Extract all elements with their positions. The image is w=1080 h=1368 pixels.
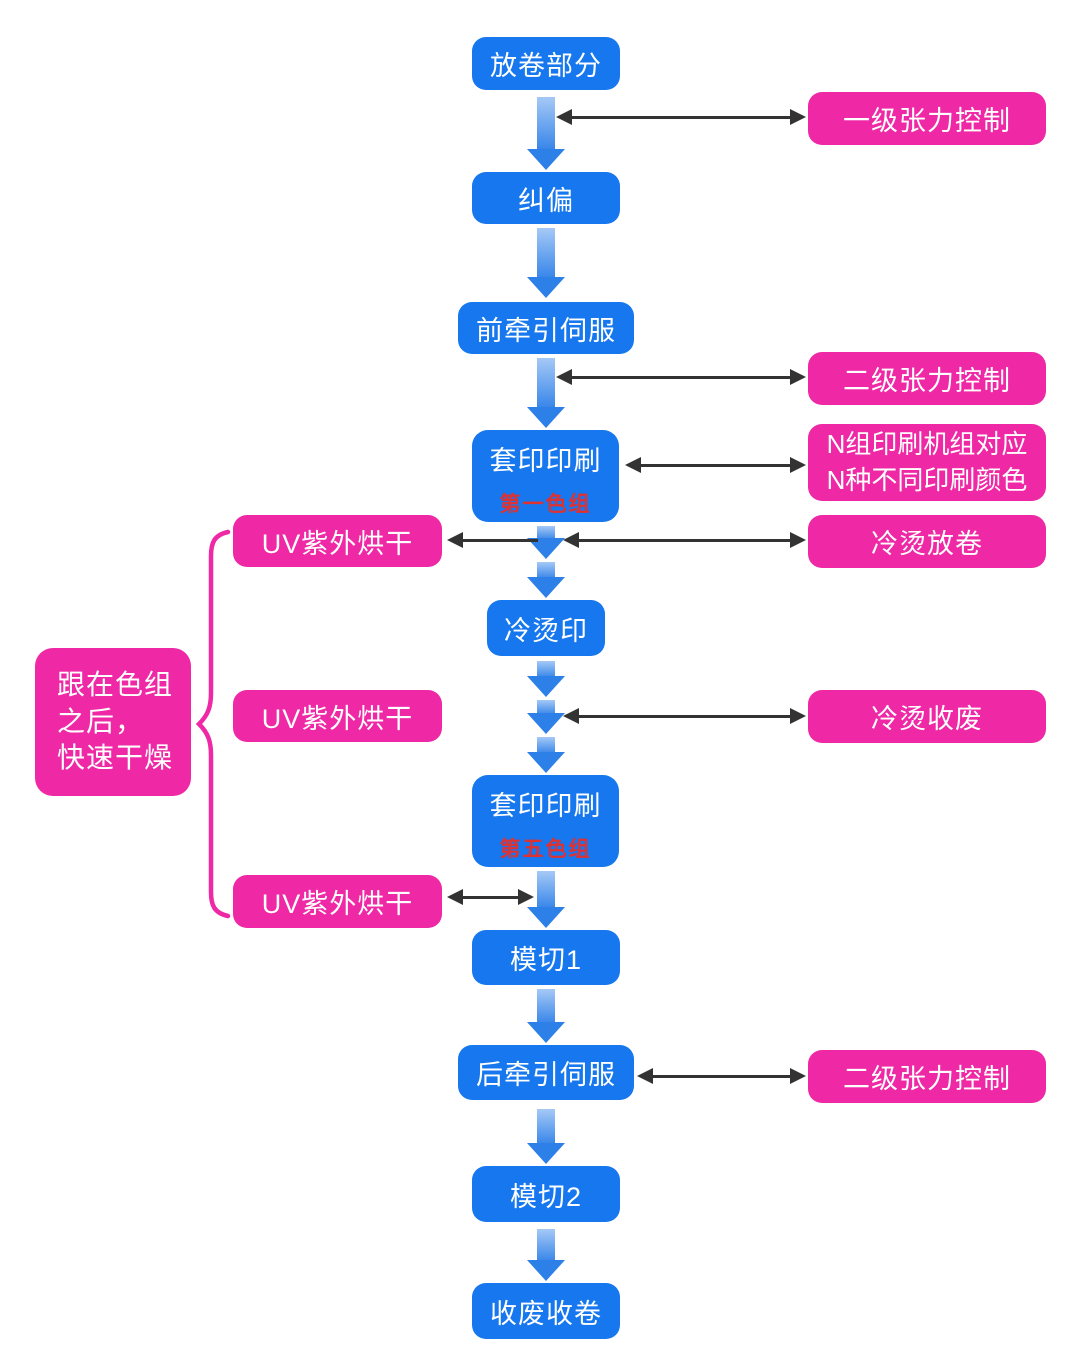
node-label: 冷烫印 <box>504 615 588 646</box>
flow-arrow-down <box>527 700 565 734</box>
flow-arrow-down <box>527 526 565 559</box>
flow-arrow-down <box>527 228 565 298</box>
annotation-tension-control-level1: 一级张力控制 <box>808 92 1046 145</box>
note-line: 快速干燥 <box>57 742 174 774</box>
flow-arrow-down <box>527 871 565 928</box>
connector-arrow-uv3 <box>447 889 534 905</box>
node-label: 模切2 <box>509 1181 583 1212</box>
flow-arrow-down <box>527 97 565 170</box>
note-line: 跟在色组 <box>57 668 174 700</box>
node-cold-foil-stamp: 冷烫印 <box>487 600 605 656</box>
annotation-label-line2: N种不同印刷颜色 <box>826 464 1028 495</box>
flow-arrow-down <box>527 358 565 428</box>
connector-arrow-tension2 <box>556 369 806 385</box>
connector-arrow-cold-foil-waste <box>563 708 806 724</box>
annotation-uv-dryer-1: UV紫外烘干 <box>233 515 442 567</box>
node-die-cut-2: 模切2 <box>472 1166 620 1222</box>
node-die-cut-1: 模切1 <box>472 930 620 985</box>
annotation-cold-foil-unwind: 冷烫放卷 <box>808 515 1046 568</box>
annotation-label: 一级张力控制 <box>843 106 1011 136</box>
node-label: 放卷部分 <box>490 51 602 81</box>
annotation-label: UV紫外烘干 <box>261 703 414 734</box>
flow-arrow-down <box>527 562 565 598</box>
annotation-cold-foil-waste-rewind: 冷烫收废 <box>808 690 1046 743</box>
node-label: 收废收卷 <box>490 1298 602 1329</box>
annotation-label: 二级张力控制 <box>843 366 1011 396</box>
node-overprint-press-fifth-group: 套印印刷 第五色组 <box>472 775 619 867</box>
node-web-guide: 纠偏 <box>472 172 620 224</box>
node-label: 套印印刷 <box>489 790 602 821</box>
connector-arrow-tension1 <box>556 109 806 125</box>
note-uv-drying-purpose: 跟在色组 之后， 快速干燥 <box>35 648 191 796</box>
annotation-uv-dryer-2: UV紫外烘干 <box>233 690 442 742</box>
annotation-label: UV紫外烘干 <box>261 889 414 919</box>
annotation-tension-control-level2-rear: 二级张力控制 <box>808 1050 1046 1103</box>
node-waste-rewind: 收废收卷 <box>472 1283 620 1339</box>
annotation-label: 冷烫放卷 <box>871 529 983 559</box>
color-group-sublabel: 第五色组 <box>499 837 592 861</box>
node-label: 纠偏 <box>518 185 574 216</box>
connector-arrow-uv1 <box>447 532 538 548</box>
annotation-label-line1: N组印刷机组对应 <box>826 429 1028 460</box>
group-brace-icon <box>195 529 231 919</box>
flow-arrow-down <box>527 737 565 773</box>
node-label: 套印印刷 <box>489 445 602 476</box>
annotation-uv-dryer-3: UV紫外烘干 <box>233 875 442 928</box>
node-label: 前牵引伺服 <box>476 315 616 346</box>
note-line: 之后， <box>57 705 145 737</box>
node-rear-traction-servo: 后牵引伺服 <box>458 1045 634 1100</box>
annotation-n-print-units: N组印刷机组对应 N种不同印刷颜色 <box>808 424 1046 501</box>
color-group-sublabel: 第一色组 <box>499 492 592 516</box>
flow-arrow-down <box>527 989 565 1043</box>
annotation-label: 冷烫收废 <box>871 704 983 734</box>
annotation-label: 二级张力控制 <box>843 1064 1011 1094</box>
flow-arrow-down <box>527 661 565 697</box>
node-label: 后牵引伺服 <box>476 1060 616 1090</box>
node-label: 模切1 <box>509 945 583 975</box>
annotation-tension-control-level2: 二级张力控制 <box>808 352 1046 405</box>
flow-arrow-down <box>527 1109 565 1164</box>
connector-arrow-tension2-rear <box>637 1068 806 1084</box>
connector-arrow-cold-foil-unwind <box>563 532 806 548</box>
node-unwind-section: 放卷部分 <box>472 37 620 90</box>
node-front-traction-servo: 前牵引伺服 <box>458 302 634 354</box>
annotation-label: UV紫外烘干 <box>261 528 414 559</box>
node-overprint-press-first-group: 套印印刷 第一色组 <box>472 430 619 522</box>
flow-arrow-down <box>527 1229 565 1281</box>
connector-arrow-n-colors <box>625 457 806 473</box>
